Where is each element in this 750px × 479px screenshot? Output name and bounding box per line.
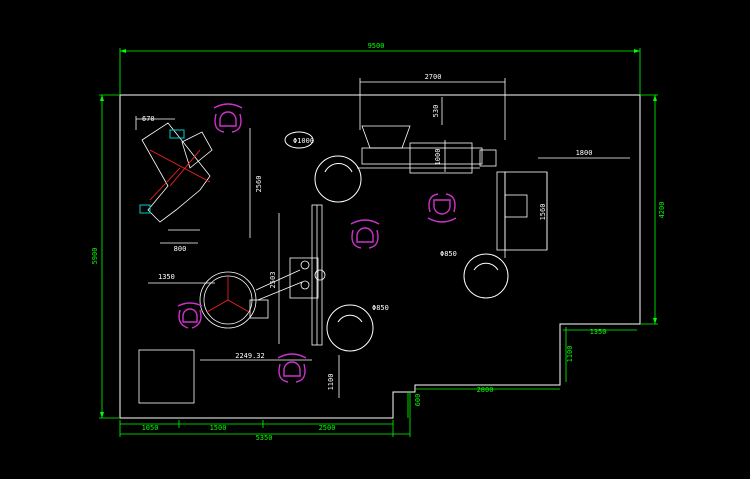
turntable-mid-arc xyxy=(337,314,363,323)
tank-spokes xyxy=(206,276,250,313)
conveyor-roller xyxy=(300,280,310,290)
dim-step-height-2: 1100 xyxy=(566,346,574,363)
mixer-axis-2 xyxy=(169,149,201,187)
hopper xyxy=(284,131,314,149)
filler-head xyxy=(409,142,473,174)
dim-bottom-seg-3: 2500 xyxy=(319,424,336,432)
top-machine xyxy=(357,78,506,174)
square-block xyxy=(138,349,195,404)
tank-arm2 xyxy=(257,281,303,301)
filler-control xyxy=(479,149,497,167)
conveyor xyxy=(278,204,340,398)
v-mixer xyxy=(135,116,251,244)
operators xyxy=(177,103,457,383)
operator-workstation-icon xyxy=(427,193,457,223)
mixer-clamp xyxy=(169,129,185,139)
dimension-lines xyxy=(99,48,658,437)
arrow xyxy=(653,95,657,101)
dim-overall-width: 9500 xyxy=(368,42,385,50)
arrow xyxy=(653,318,657,324)
conveyor-station xyxy=(289,257,319,299)
tank-offset-dim: 1350 xyxy=(158,273,175,281)
mixer-offset-dim: 670 xyxy=(142,115,155,123)
mixer-width-dim: 800 xyxy=(174,245,187,253)
tank-frame xyxy=(249,299,269,319)
operator-arms xyxy=(278,363,306,383)
arrow xyxy=(120,49,126,53)
top-module-depth: 530 xyxy=(432,105,440,118)
tank-spoke xyxy=(206,299,229,313)
right-module xyxy=(496,157,630,258)
operator-head xyxy=(283,361,301,377)
turntable-right xyxy=(463,253,509,299)
operator-head xyxy=(433,199,451,215)
operator-head xyxy=(356,227,374,243)
operator-arms xyxy=(178,309,202,329)
right-module-depth: 1560 xyxy=(539,204,547,221)
operator-back xyxy=(427,217,457,223)
operator-arms xyxy=(351,229,379,249)
arrow xyxy=(634,49,640,53)
dim-overall-height: 5900 xyxy=(91,248,99,265)
operator-workstation-icon xyxy=(350,219,380,249)
mixer-axis-3 xyxy=(149,167,181,201)
module-depth: 1000 xyxy=(434,149,442,166)
operator-workstation-icon xyxy=(277,353,307,383)
dim-step-height-1: 600 xyxy=(414,394,422,407)
conveyor-roller xyxy=(300,260,310,270)
mixer-arm xyxy=(181,131,213,169)
operator-back xyxy=(350,219,380,225)
operator-arms xyxy=(428,193,456,213)
dim-right-height: 4200 xyxy=(658,202,666,219)
lower-depth-dim: 1100 xyxy=(327,374,335,391)
dim-bottom-seg-2: 1500 xyxy=(210,424,227,432)
top-module-width: 2700 xyxy=(425,73,442,81)
tank-spoke xyxy=(227,299,250,313)
operator-head xyxy=(219,111,237,127)
conveyor-roller xyxy=(314,269,326,281)
tank-arm xyxy=(255,269,301,291)
dimension-arrows xyxy=(100,49,657,418)
wall-outline xyxy=(119,94,641,419)
diameter-3: Φ1000 xyxy=(293,137,314,145)
turntable-right-arc xyxy=(473,262,499,271)
arrow xyxy=(100,95,104,101)
diameter-1: Φ850 xyxy=(372,304,389,312)
mixer-body xyxy=(141,122,211,223)
operator-workstation-icon xyxy=(213,103,243,133)
cabinet-vert xyxy=(496,171,506,251)
diameter-2: Φ850 xyxy=(440,250,457,258)
operator-back xyxy=(277,353,307,359)
tank-assembly xyxy=(148,269,312,361)
mixer-cyan xyxy=(139,129,185,214)
turntable-top xyxy=(314,155,362,203)
dim-step-width-1: 2800 xyxy=(477,386,494,394)
operator-head xyxy=(182,308,198,323)
arrow xyxy=(100,412,104,418)
mixer-axis-1 xyxy=(149,149,211,183)
turntables xyxy=(284,131,509,352)
mixer-clamp xyxy=(139,204,151,214)
dim-bottom-width: 5350 xyxy=(256,434,273,442)
turntable-top-arc xyxy=(324,163,353,173)
conveyor-height-dim: 2503 xyxy=(269,272,277,289)
dim-step-width-2: 1350 xyxy=(590,328,607,336)
mixer-highlight xyxy=(149,149,211,201)
turntable-mid xyxy=(326,304,374,352)
wall-polyline xyxy=(119,94,641,419)
dim-bottom-seg-1: 1050 xyxy=(142,424,159,432)
right-module-width: 1800 xyxy=(576,149,593,157)
operator-back xyxy=(213,103,243,109)
filler-body xyxy=(361,147,483,165)
mixer-depth-dim: 2560 xyxy=(255,176,263,193)
operator-arms xyxy=(214,113,242,133)
operator-back xyxy=(177,302,203,307)
operator-workstation-icon xyxy=(177,302,203,329)
tank-distance-dim: 2249.32 xyxy=(235,352,265,360)
